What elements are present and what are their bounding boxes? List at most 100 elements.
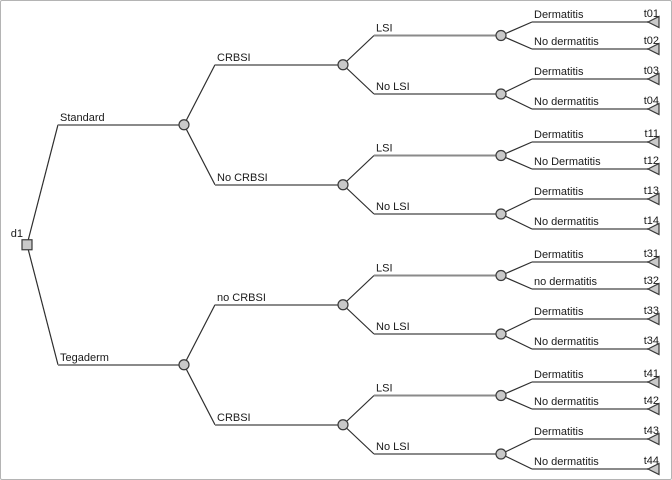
chance-node[interactable] — [495, 149, 507, 162]
branch-label: Dermatitis — [534, 186, 584, 198]
branch-label: Dermatitis — [534, 9, 584, 21]
chance-node[interactable] — [337, 59, 349, 71]
chance-node[interactable] — [495, 29, 507, 42]
branch-connector-line — [500, 21, 533, 37]
branch-connector-line — [342, 155, 375, 186]
chance-node[interactable] — [495, 448, 507, 460]
chance-node[interactable] — [178, 119, 190, 131]
branch-label: No dermatitis — [534, 396, 599, 408]
branch-label: Dermatitis — [534, 66, 584, 78]
terminal-id-label: t43 — [644, 425, 659, 437]
terminal-node[interactable] — [646, 162, 660, 176]
branch-connector-line — [500, 274, 533, 290]
branch-label: LSI — [376, 23, 393, 35]
terminal-node[interactable] — [646, 312, 660, 326]
terminal-id-label: t34 — [644, 335, 659, 347]
branch-connector-line — [183, 124, 216, 186]
terminal-id-label: t14 — [644, 215, 659, 227]
terminal-id-label: t03 — [644, 65, 659, 77]
terminal-id-label: t33 — [644, 305, 659, 317]
terminal-node[interactable] — [646, 282, 660, 296]
terminal-node[interactable] — [646, 192, 660, 206]
branch-label: CRBSI — [217, 52, 251, 64]
branch-connector-line — [500, 198, 533, 215]
branch-label: Dermatitis — [534, 249, 584, 261]
terminal-node[interactable] — [646, 432, 660, 446]
branch-label: No LSI — [376, 441, 410, 453]
branch-label: LSI — [376, 143, 393, 155]
terminal-node[interactable] — [646, 15, 660, 29]
terminal-node[interactable] — [646, 42, 660, 56]
chance-node[interactable] — [495, 208, 507, 220]
branch-connector-line — [342, 304, 375, 335]
branch-label: Dermatitis — [534, 306, 584, 318]
chance-node[interactable] — [178, 359, 190, 371]
terminal-node[interactable] — [646, 402, 660, 416]
branch-connector-line — [183, 304, 216, 366]
terminal-node[interactable] — [646, 255, 660, 269]
terminal-id-label: t31 — [644, 248, 659, 260]
chance-node[interactable] — [337, 419, 349, 431]
branch-connector-line — [26, 244, 59, 365]
terminal-node[interactable] — [646, 375, 660, 389]
terminal-node[interactable] — [646, 462, 660, 476]
branch-label: No dermatitis — [534, 96, 599, 108]
branch-connector-line — [500, 453, 533, 470]
terminal-node[interactable] — [646, 135, 660, 149]
chance-node[interactable] — [495, 269, 507, 282]
branch-connector-line — [500, 438, 533, 455]
branch-connector-line — [342, 35, 375, 66]
chance-node[interactable] — [495, 389, 507, 402]
terminal-id-label: t01 — [644, 8, 659, 20]
terminal-node[interactable] — [646, 102, 660, 116]
branch-connector-line — [500, 394, 533, 410]
branch-label: No dermatitis — [534, 456, 599, 468]
terminal-id-label: t42 — [644, 395, 659, 407]
branch-label: CRBSI — [217, 412, 251, 424]
branch-label: LSI — [376, 383, 393, 395]
terminal-node[interactable] — [646, 342, 660, 356]
branch-connector-line — [342, 275, 375, 306]
branch-label: No LSI — [376, 201, 410, 213]
terminal-node[interactable] — [646, 72, 660, 86]
terminal-id-label: t11 — [645, 128, 659, 140]
branch-connector-line — [500, 34, 533, 50]
branch-label: Dermatitis — [534, 129, 584, 141]
terminal-id-label: t12 — [644, 155, 659, 167]
branch-label: no dermatitis — [534, 276, 597, 288]
branch-connector-line — [500, 93, 533, 110]
terminal-id-label: t13 — [644, 185, 659, 197]
branch-label: Standard — [60, 112, 105, 124]
branch-label: No dermatitis — [534, 336, 599, 348]
chance-node[interactable] — [337, 179, 349, 191]
terminal-id-label: t44 — [644, 455, 659, 467]
branch-label: No LSI — [376, 321, 410, 333]
branch-label: No dermatitis — [534, 216, 599, 228]
chance-node[interactable] — [337, 299, 349, 311]
branch-connector-line — [26, 124, 59, 245]
branch-connector-line — [500, 318, 533, 335]
branch-connector-line — [183, 64, 216, 126]
branch-label: no CRBSI — [217, 292, 266, 304]
branch-label: No dermatitis — [534, 36, 599, 48]
branch-label: Dermatitis — [534, 426, 584, 438]
decision-node[interactable] — [21, 239, 33, 251]
decision-node-label: d1 — [11, 228, 23, 240]
terminal-node[interactable] — [646, 222, 660, 236]
branch-connector-line — [500, 78, 533, 95]
branch-connector-line — [342, 184, 375, 215]
branch-connector-line — [500, 333, 533, 350]
branch-label: No Dermatitis — [534, 156, 601, 168]
branch-connector-line — [500, 261, 533, 277]
branch-connector-line — [500, 154, 533, 170]
terminal-id-label: t41 — [644, 368, 659, 380]
chance-node[interactable] — [495, 328, 507, 340]
branch-label: Tegaderm — [60, 352, 109, 364]
chance-node[interactable] — [495, 88, 507, 100]
branch-connector-line — [342, 424, 375, 455]
branch-connector-line — [500, 213, 533, 230]
terminal-id-label: t32 — [644, 275, 659, 287]
branch-connector-line — [342, 64, 375, 95]
